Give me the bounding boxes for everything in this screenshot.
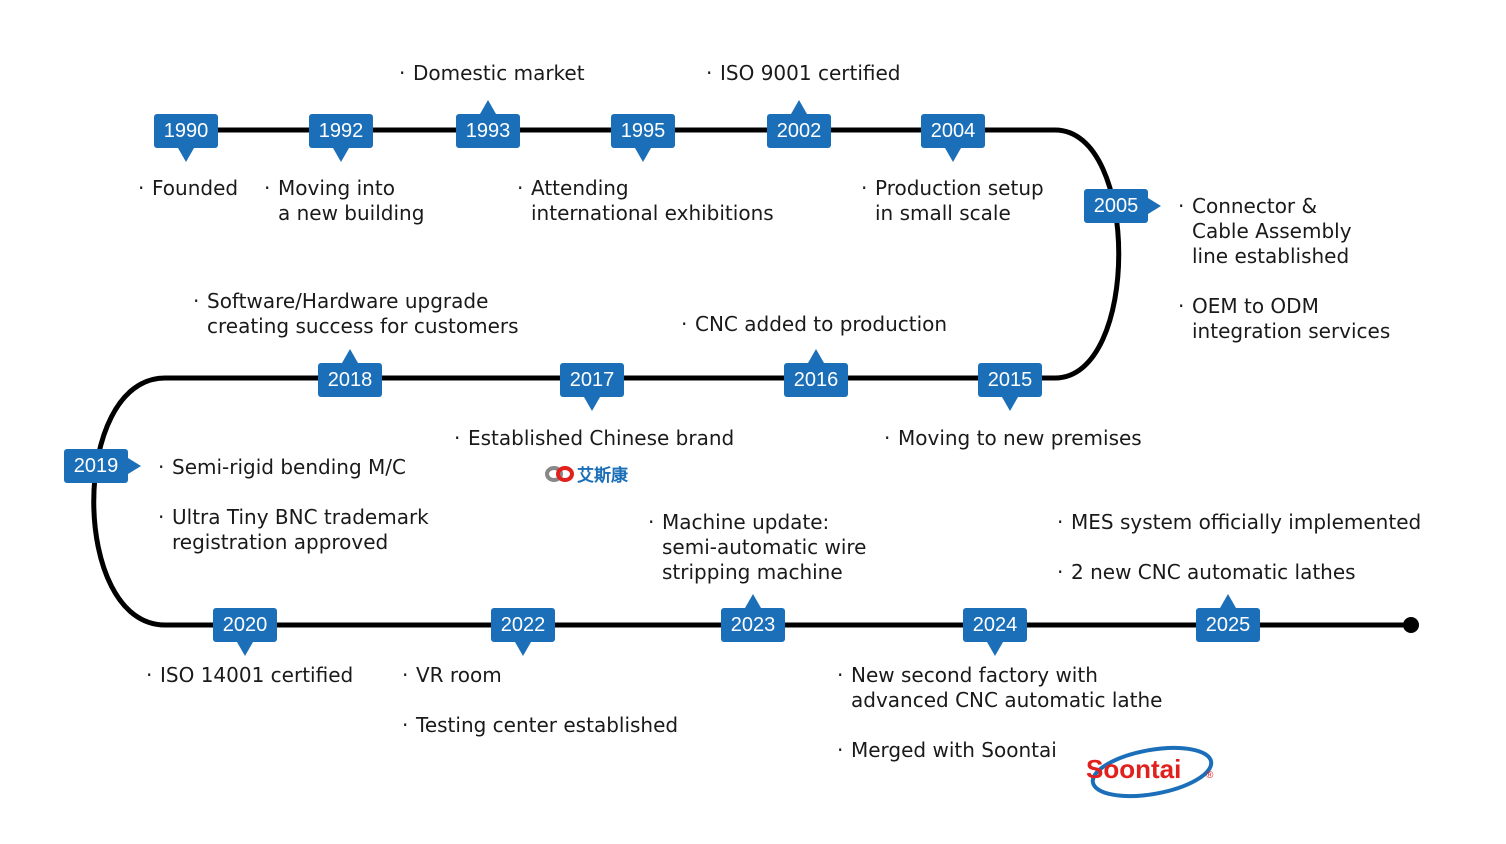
year-badge-2022: 2022 [491,608,555,656]
year-badge-2020: 2020 [213,608,277,656]
soontai-swoosh [1090,745,1214,799]
chain-link-icon [545,466,574,482]
note-2024-merged: Merged with Soontai [837,738,1057,763]
year-badge-2015: 2015 [978,363,1042,411]
year-badge-2025: 2025 [1196,594,1260,642]
year-badge-2019: 2019 [64,449,141,483]
year-badge-1992: 1992 [309,114,373,162]
note-2015-new-premises: Moving to new premises [884,426,1142,451]
year-badge-2016: 2016 [784,349,848,397]
year-badge-1990: 1990 [154,114,218,162]
note-2025-mes: MES system officially implemented [1057,510,1421,535]
note-2002-iso9001: ISO 9001 certified [706,61,900,86]
year-badge-2002: 2002 [767,100,831,148]
note-2023-machine-update: Machine update:semi-automatic wirestripp… [648,510,866,585]
year-badge-2005: 2005 [1084,189,1161,223]
year-badge-2018: 2018 [318,349,382,397]
soontai-wordmark: Soontai [1086,754,1181,784]
note-1993-domestic-market: Domestic market [399,61,585,86]
note-2020-iso14001: ISO 14001 certified [146,663,353,688]
year-badge-1995: 1995 [611,114,675,162]
year-badge-2023: 2023 [721,594,785,642]
timeline-end-dot [1403,617,1419,633]
note-2022-testing-center: Testing center established [402,713,678,738]
note-1990-founded: Founded [138,176,238,201]
year-badge-1993: 1993 [456,100,520,148]
soontai-logo: Soontai ® [1086,745,1214,799]
chinese-brand-logo: 艾斯康 [545,465,629,486]
year-badge-2004: 2004 [921,114,985,162]
soontai-registered-mark: ® [1206,770,1214,781]
chinese-brand-text: 艾斯康 [577,465,629,486]
year-badge-2017: 2017 [560,363,624,411]
note-2017-chinese-brand: Established Chinese brand [454,426,734,451]
note-2016-cnc: CNC added to production [681,312,947,337]
note-2025-cnc-lathes: 2 new CNC automatic lathes [1057,560,1356,585]
note-2022-vr-room: VR room [402,663,502,688]
note-2019-bending: Semi-rigid bending M/C [158,455,406,480]
year-badge-2024: 2024 [963,608,1027,656]
